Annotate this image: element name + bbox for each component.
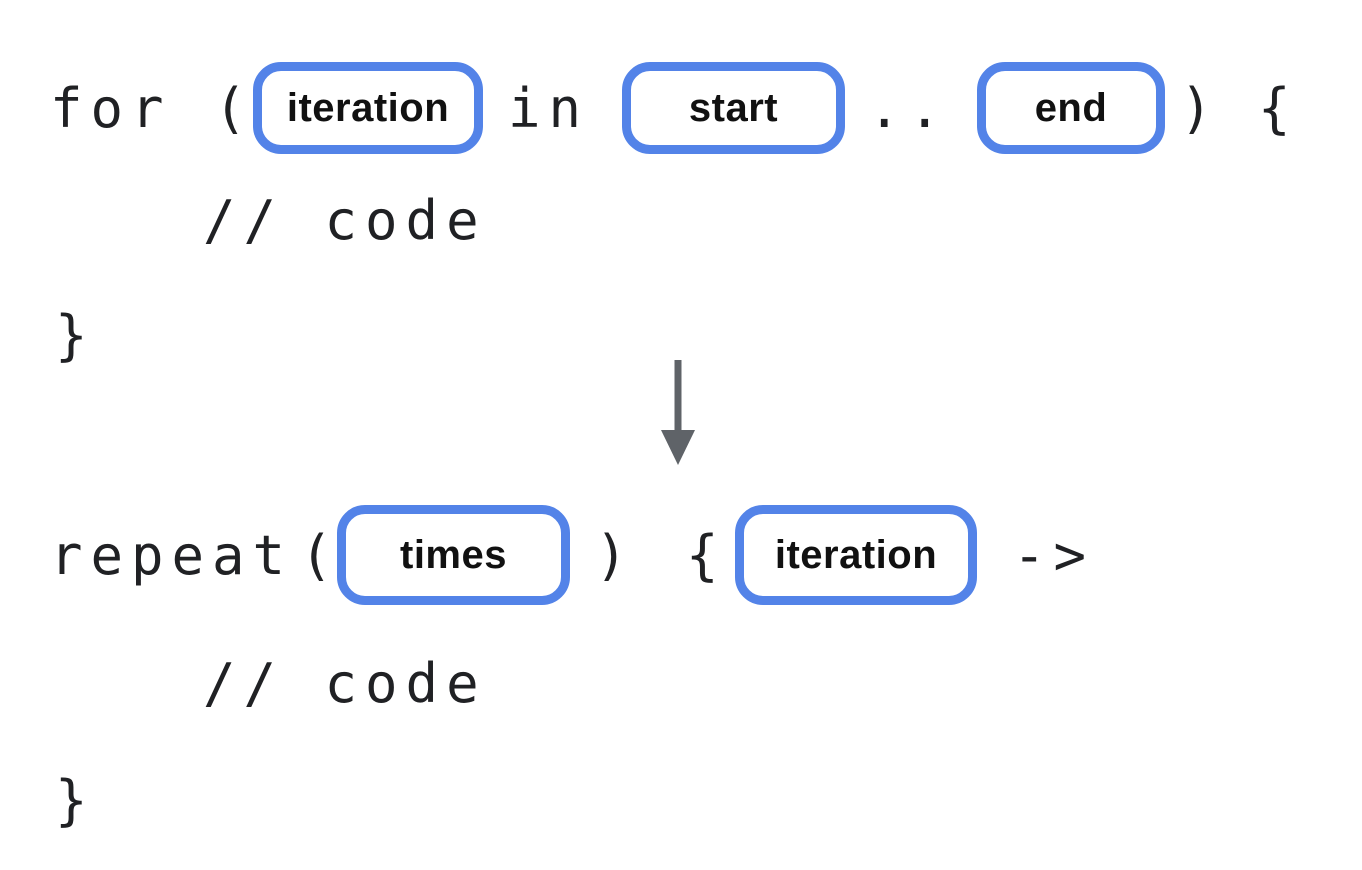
for-close-paren: ) [1180,76,1221,140]
repeat-close-brace: } [55,768,96,832]
in-keyword: in [508,76,590,140]
iteration-slot-label: iteration [286,85,450,130]
repeat-open-paren: ( [300,523,341,587]
repeat-iteration-slot-label: iteration [774,532,938,577]
range-operator: .. [868,76,950,140]
repeat-keyword: repeat [50,523,294,587]
iteration-slot: iteration [253,62,483,154]
start-slot-label: start [688,85,779,130]
end-slot: end [977,62,1165,154]
for-open-brace: { [1258,76,1299,140]
down-arrow-icon [661,360,695,465]
times-slot: times [337,505,570,605]
start-slot: start [622,62,845,154]
for-close-brace: } [55,303,96,367]
repeat-open-brace: { [686,523,727,587]
times-slot-label: times [400,532,507,577]
repeat-iteration-slot: iteration [735,505,977,605]
lambda-arrow: -> [1013,523,1095,587]
repeat-close-paren: ) [595,523,636,587]
for-body-comment: // code [203,188,487,252]
for-open-paren: ( [214,76,255,140]
end-slot-label: end [1034,85,1108,130]
repeat-body-comment: // code [203,651,487,715]
for-keyword: for [50,76,172,140]
